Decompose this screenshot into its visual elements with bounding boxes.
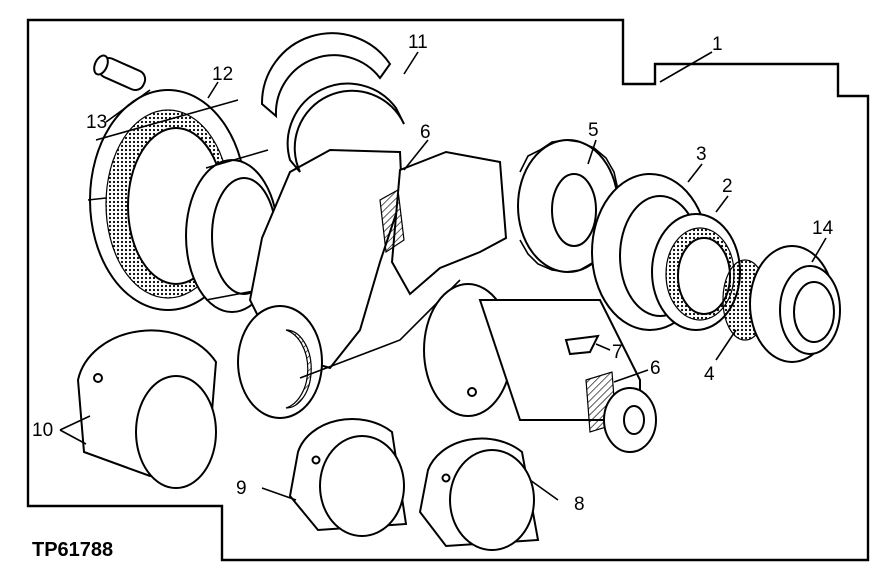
callout-7: 7 (612, 342, 623, 363)
woodruff-key-7 (564, 334, 600, 356)
boundary-outline (26, 18, 870, 562)
callout-14: 14 (812, 218, 834, 239)
bearing-cup-14 (749, 245, 841, 363)
crankshaft-body (237, 148, 508, 419)
rod-bearing-9 (288, 417, 408, 537)
callout-5: 5 (588, 120, 599, 141)
callout-labels: 1 2 3 4 5 6 6 7 8 9 10 11 12 13 14 (32, 32, 834, 515)
callout-3: 3 (696, 144, 707, 165)
bearing-race-2 (651, 213, 741, 331)
callout-11: 11 (408, 32, 428, 53)
callout-9: 9 (236, 478, 247, 499)
rod-bearing-8 (418, 437, 540, 551)
figure-id: TP61788 (32, 539, 113, 561)
callout-13: 13 (86, 112, 107, 133)
thrust-washers-11 (260, 32, 405, 173)
callout-1: 1 (712, 34, 723, 55)
callout-2: 2 (722, 176, 733, 197)
dowel-pin-13 (93, 54, 147, 92)
callout-4: 4 (704, 364, 715, 385)
leader-lines (59, 51, 827, 501)
callout-8: 8 (574, 494, 585, 515)
callout-6-lower: 6 (650, 358, 661, 379)
callout-6-upper: 6 (420, 122, 431, 143)
callout-12: 12 (212, 64, 233, 85)
main-bearing-10 (76, 329, 218, 489)
callout-10: 10 (32, 420, 53, 441)
crankshaft-front-journal (423, 283, 657, 453)
